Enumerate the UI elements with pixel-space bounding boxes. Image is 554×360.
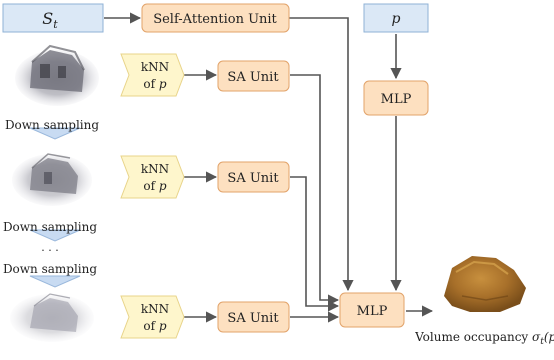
p-input-label: p [392, 11, 401, 27]
output-label-prefix: Volume occupancy [414, 330, 532, 344]
sa-unit-1-label: SA Unit [227, 70, 279, 85]
point-cloud-1-image [15, 44, 99, 106]
svg-text:of p: of p [143, 319, 166, 333]
mlp-top-label: MLP [381, 92, 412, 107]
sa-unit-2-label: SA Unit [227, 171, 279, 186]
sa-unit-3-label: SA Unit [227, 311, 279, 326]
down-sampling-2-label: Down sampling [3, 220, 97, 234]
mlp-bottom-node: MLP [339, 292, 405, 328]
sa-unit-2-node: SA Unit [217, 161, 290, 193]
edge-sa1-to-mlp [290, 74, 340, 306]
svg-text:of p: of p [143, 179, 166, 193]
p-input-node: p [363, 3, 429, 33]
knn-3-label-prefix: of [143, 319, 158, 333]
self-attention-unit-node: Self-Attention Unit [141, 3, 290, 33]
output-label-suffix: (p) [544, 330, 554, 344]
knn-1-label-prefix: of [143, 77, 158, 91]
knn-2-label-var: p [159, 179, 167, 193]
st-input-subscript: t [53, 18, 58, 31]
knn-1-node: kNN of p [120, 53, 185, 97]
sa-unit-3-node: SA Unit [217, 301, 290, 333]
down-sampling-3-label: Down sampling [3, 262, 97, 276]
knn-3-node: kNN of p [120, 295, 185, 339]
edge-self-attention-to-mlp [289, 17, 354, 292]
down-sampling-1-label: Down sampling [5, 118, 99, 132]
volume-occupancy-image [444, 256, 526, 312]
svg-text:St: St [42, 9, 58, 31]
output-label: Volume occupancy σt(p) [414, 330, 554, 347]
self-attention-unit-label: Self-Attention Unit [153, 12, 277, 27]
edge-sa2-to-mlp [290, 176, 340, 312]
knn-2-node: kNN of p [120, 155, 185, 199]
knn-2-label-line1: kNN [141, 162, 169, 176]
knn-3-label-line1: kNN [141, 302, 169, 316]
down-sampling-3-arrow [29, 275, 81, 288]
mlp-top-node: MLP [363, 80, 429, 116]
ellipsis-label: · · · [41, 244, 58, 257]
sa-unit-1-node: SA Unit [217, 60, 290, 92]
knn-1-label-line1: kNN [141, 60, 169, 74]
svg-text:of p: of p [143, 77, 166, 91]
output-label-symbol: σ [532, 330, 541, 344]
point-cloud-2-image [12, 153, 92, 206]
knn-1-label-var: p [159, 77, 167, 91]
point-cloud-3-image [10, 293, 94, 342]
knn-3-label-var: p [159, 319, 167, 333]
st-input-label: S [42, 9, 53, 28]
down-sampling-1-arrow [29, 127, 81, 140]
mlp-bottom-label: MLP [357, 304, 388, 319]
st-input-node: St [2, 3, 104, 33]
down-sampling-2-arrow [29, 229, 81, 242]
knn-2-label-prefix: of [143, 179, 158, 193]
output-label-subscript: t [540, 337, 544, 347]
